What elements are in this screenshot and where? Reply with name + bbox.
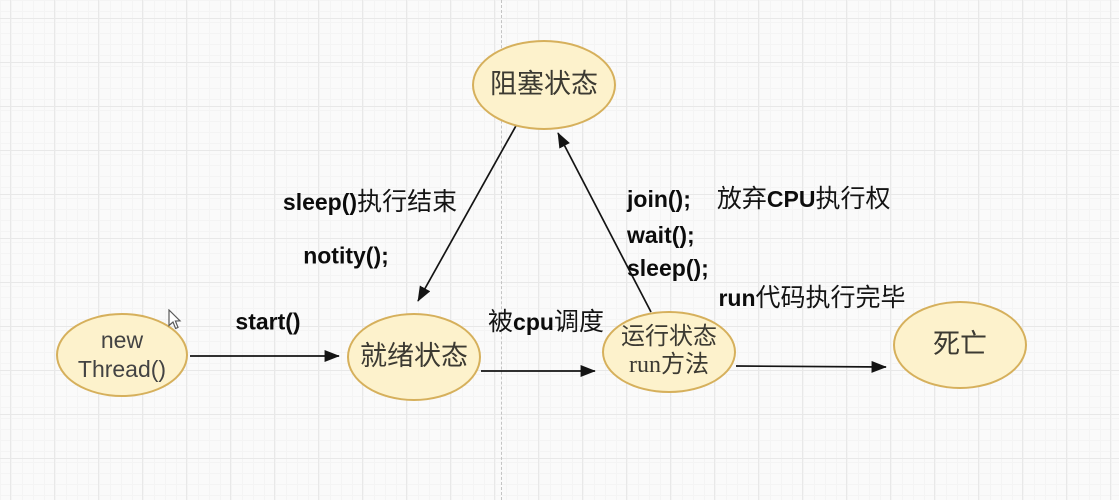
edge-label-notify[interactable]: notity(); [303,242,389,269]
edge-label-start[interactable]: start() [235,308,301,335]
edge-label-sleep: sleep(); [627,255,709,281]
edge-label-abandon-prefix: 放弃 [716,186,767,213]
edge-running-to-dead[interactable] [735,360,887,373]
mouse-cursor-icon [168,309,182,330]
edge-label-join-code: join(); [627,186,691,212]
edge-label-run-finished-suffix: 代码执行完毕 [755,285,906,312]
edge-label-sleep-finished-suffix: 执行结束 [357,189,458,216]
edge-label-cpu-scheduled-suffix: 调度 [553,309,604,336]
edge-label-join-row: join(); 放弃CPU执行权 [627,183,890,219]
node-dead-state[interactable]: 死亡 [893,301,1027,389]
edge-label-wait: wait(); [627,222,695,248]
edge-label-block-to-blocked[interactable]: join(); 放弃CPU执行权 wait(); sleep(); [627,183,890,285]
node-running-state[interactable]: 运行状态 run方法 [602,311,736,393]
edge-label-cpu-scheduled-prefix: 被 [488,309,514,336]
edge-label-sleep-finished[interactable]: sleep()执行结束 [283,182,457,218]
node-blocked-state[interactable]: 阻塞状态 [472,40,616,130]
edge-label-abandon-code: CPU [766,186,816,212]
edge-label-abandon-suffix: 执行权 [815,186,891,213]
node-new-thread-label-line1: new [100,327,144,354]
edge-label-sleep-finished-code: sleep() [282,189,358,215]
node-ready-state[interactable]: 就绪状态 [347,313,481,401]
node-running-label-line1: 运行状态 [621,324,717,351]
edge-running-to-blocked[interactable] [557,132,652,313]
edge-blocked-to-ready[interactable] [417,123,518,302]
edge-label-cpu-scheduled[interactable]: 被cpu调度 [488,302,604,338]
edge-label-run-finished-code: run [718,285,756,311]
node-dead-label: 死亡 [933,329,987,360]
node-new-thread-label-line2: Thread() [77,356,167,382]
node-blocked-label: 阻塞状态 [490,69,598,100]
node-new-thread[interactable]: new Thread() [56,313,188,397]
edge-label-cpu-scheduled-code: cpu [513,309,554,335]
edge-label-run-finished[interactable]: run代码执行完毕 [718,278,905,314]
page-boundary-guide [501,0,502,500]
node-ready-label: 就绪状态 [360,341,468,372]
node-running-label-line2: run方法 [629,352,709,378]
